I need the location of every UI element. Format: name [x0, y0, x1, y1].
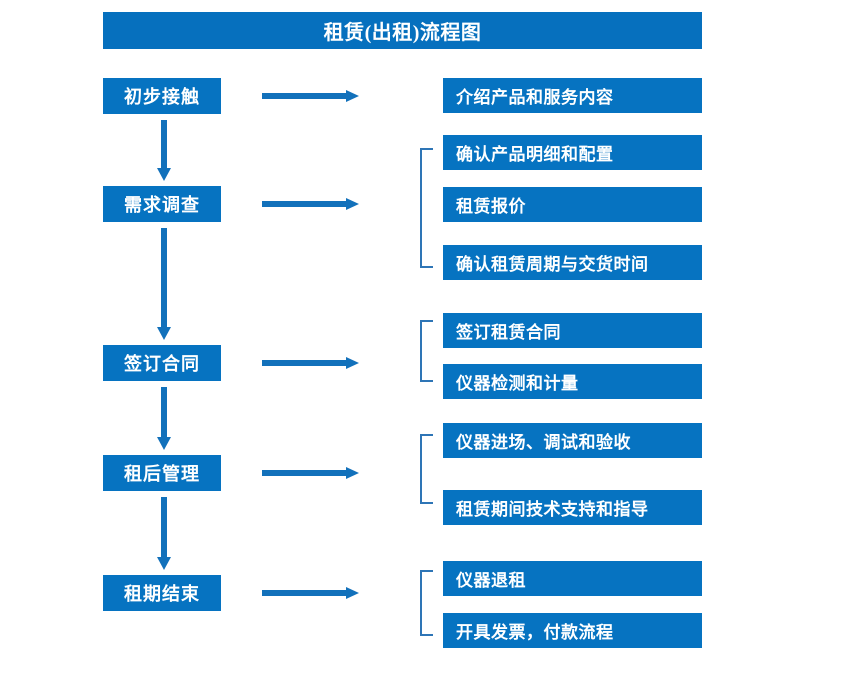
bracket-left-icon — [419, 320, 434, 382]
detail-box-qiandingzulinhetong[interactable]: 签订租赁合同 — [443, 313, 702, 348]
stage-box-zuhouguanli[interactable]: 租后管理 — [103, 455, 221, 491]
arrow-down-icon — [156, 228, 172, 341]
stage-box-zuqijieshu[interactable]: 租期结束 — [103, 575, 221, 611]
arrow-down-icon — [156, 120, 172, 182]
arrow-right-icon — [262, 356, 360, 370]
stage-box-qiandinghetong[interactable]: 签订合同 — [103, 345, 221, 381]
detail-box-yiqituizu[interactable]: 仪器退租 — [443, 561, 702, 596]
arrow-right-icon — [262, 197, 360, 211]
bracket-left-icon — [419, 148, 434, 268]
arrow-right-icon — [262, 586, 360, 600]
detail-box-yiqijiance[interactable]: 仪器检测和计量 — [443, 364, 702, 399]
arrow-right-icon — [262, 89, 360, 103]
detail-box-jishuzhichi[interactable]: 租赁期间技术支持和指导 — [443, 490, 702, 525]
detail-box-kaijufapiao[interactable]: 开具发票，付款流程 — [443, 613, 702, 648]
arrow-down-icon — [156, 387, 172, 451]
bracket-left-icon — [419, 570, 434, 636]
detail-box-querenzhouqi[interactable]: 确认租赁周期与交货时间 — [443, 245, 702, 280]
detail-box-zulinbaojia[interactable]: 租赁报价 — [443, 187, 702, 222]
arrow-down-icon — [156, 497, 172, 571]
detail-box-yiqijinchang[interactable]: 仪器进场、调试和验收 — [443, 423, 702, 458]
stage-box-chubujiechu[interactable]: 初步接触 — [103, 78, 221, 114]
bracket-left-icon — [419, 434, 434, 504]
detail-box-jieshaochanpin[interactable]: 介绍产品和服务内容 — [443, 78, 702, 113]
detail-box-querenchanpin[interactable]: 确认产品明细和配置 — [443, 135, 702, 170]
page-title: 租赁(出租)流程图 — [103, 12, 702, 49]
stage-box-xuqiudiaocha[interactable]: 需求调查 — [103, 186, 221, 222]
arrow-right-icon — [262, 466, 360, 480]
